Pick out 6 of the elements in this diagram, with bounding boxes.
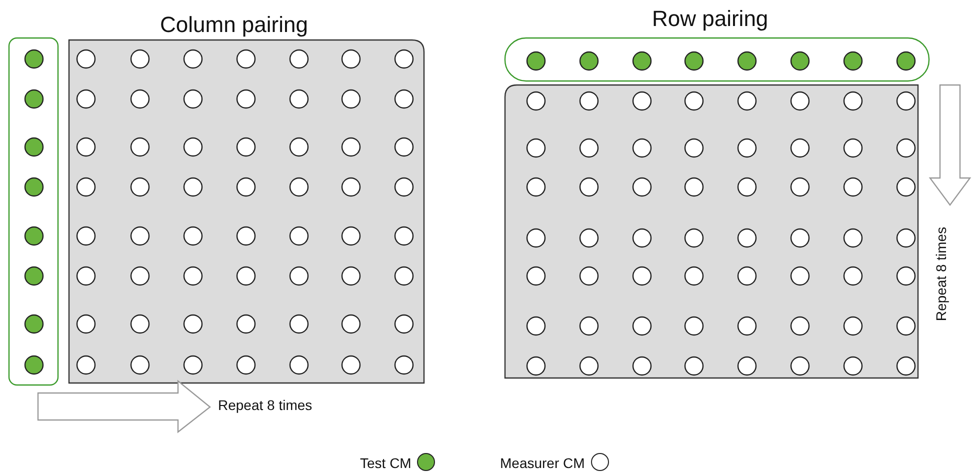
repeat-note: Repeat 8 times — [933, 226, 950, 322]
legend-label: Measurer CM — [500, 455, 585, 471]
panel-heading: Column pairing — [160, 12, 308, 38]
panel-heading: Row pairing — [652, 6, 768, 32]
legend-label: Test CM — [360, 455, 412, 471]
repeat-note: Repeat 8 times — [218, 397, 312, 413]
